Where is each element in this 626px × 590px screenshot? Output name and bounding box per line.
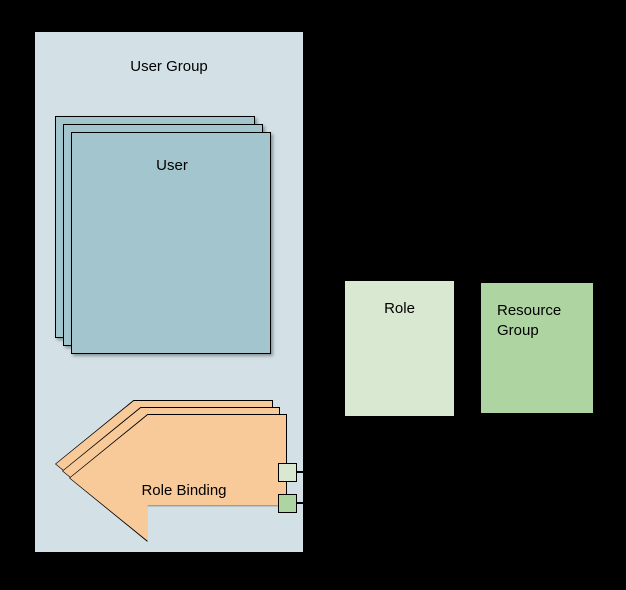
role-box[interactable]: Role (345, 281, 454, 416)
user-group-label: User Group (130, 58, 208, 75)
connector-role-binding-to-resource-group (296, 502, 340, 504)
resource-group-label-line2: Group (497, 322, 539, 339)
role-binding-label: Role Binding (141, 482, 227, 499)
resource-group-box-label: Resource Group (497, 301, 583, 341)
connector-role-binding-to-role (296, 471, 340, 473)
role-port-square[interactable] (278, 463, 297, 482)
resource-group-label-line1: Resource (497, 302, 562, 319)
resource-group-box[interactable]: Resource Group (481, 283, 593, 413)
user-card-label: User (156, 157, 188, 174)
resource-group-port-square[interactable] (278, 494, 297, 513)
role-box-label: Role (384, 300, 415, 317)
user-card-front[interactable]: User (71, 132, 271, 354)
user-group-container[interactable]: User Group User Role Binding (35, 32, 340, 552)
